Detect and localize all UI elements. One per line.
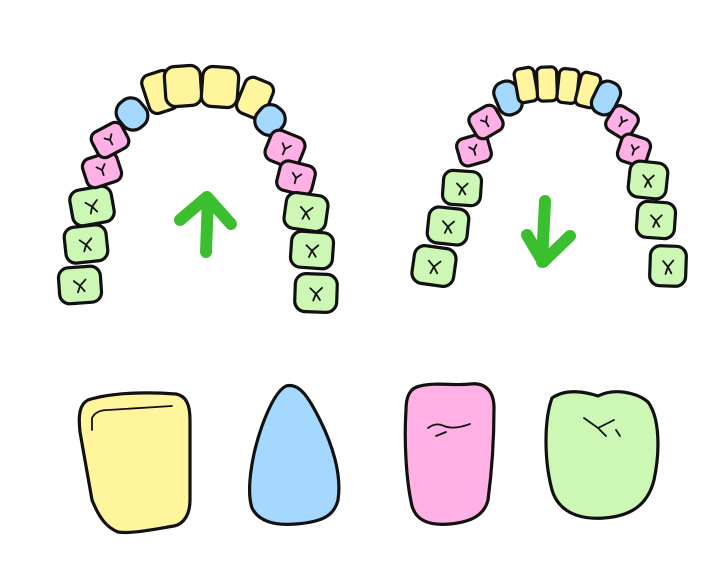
lower-molar-tooth-14: [626, 159, 670, 201]
lower-molar-tooth-16: [648, 244, 688, 288]
lower-incisor-tooth-8: [535, 65, 559, 103]
canine-tooth-icon: [248, 383, 341, 526]
lower-molar-tooth-1: [410, 244, 458, 288]
lower-canine-tooth-11: [589, 79, 623, 117]
premolar-tooth-icon: [403, 382, 496, 526]
up-arrow-icon: [174, 191, 237, 258]
upper-incisor-tooth-9: [199, 64, 241, 110]
lower-molar-tooth-15: [634, 199, 678, 241]
upper-molar-tooth-2: [62, 223, 110, 265]
upper-canine-tooth-6: [114, 96, 150, 132]
lower-arch: [410, 65, 688, 288]
upper-molar-tooth-16: [293, 272, 339, 314]
upper-molar-tooth-1: [56, 264, 104, 306]
lower-premolar-tooth-4: [455, 132, 493, 168]
lower-premolar-tooth-5: [467, 103, 505, 141]
lower-premolar-tooth-13: [615, 132, 653, 168]
lower-molar-tooth-2: [425, 205, 471, 247]
upper-molar-tooth-3: [68, 184, 116, 228]
upper-premolar-tooth-4: [80, 150, 124, 190]
upper-incisor-tooth-8: [162, 63, 204, 109]
upper-premolar-tooth-12: [263, 128, 307, 170]
down-arrow-icon: [521, 195, 576, 268]
upper-molar-tooth-15: [288, 229, 336, 271]
incisor-tooth-icon: [77, 391, 192, 535]
lower-molar-tooth-3: [440, 168, 484, 208]
upper-premolar-tooth-5: [89, 120, 131, 160]
upper-arch: [56, 63, 339, 314]
molar-tooth-icon: [544, 390, 660, 520]
lower-incisor-tooth-7: [512, 65, 540, 105]
lower-premolar-tooth-12: [604, 104, 640, 140]
upper-molar-tooth-14: [282, 190, 330, 234]
